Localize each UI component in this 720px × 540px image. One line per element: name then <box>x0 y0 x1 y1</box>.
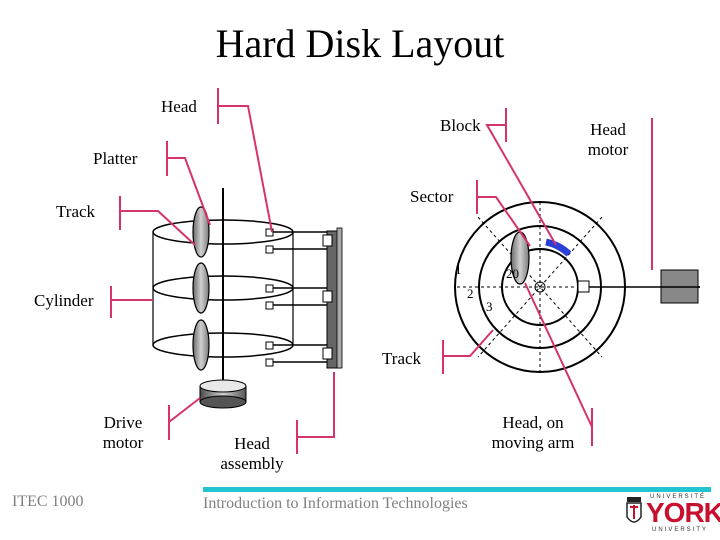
label-head-motor: Head motor <box>587 120 629 159</box>
assembly-post-face <box>336 227 343 369</box>
slide-title: Hard Disk Layout <box>215 21 505 66</box>
label-head-assembly: Head assembly <box>220 434 284 473</box>
label-platter: Platter <box>93 149 138 168</box>
leader-head-moving-arm <box>524 282 593 446</box>
sector-divider-2 <box>477 216 603 358</box>
leader-platter <box>166 141 211 226</box>
leader-head <box>217 88 273 233</box>
drive-motor-top <box>199 379 247 393</box>
label-track-right: Track <box>382 349 422 368</box>
label-sector: Sector <box>410 187 454 206</box>
drive-motor-bottom <box>199 395 247 409</box>
head-2b <box>265 301 274 310</box>
track-marker-2 <box>192 262 210 314</box>
label-cylinder: Cylinder <box>34 291 94 310</box>
connector-3 <box>322 347 333 360</box>
arm-pivot <box>577 280 590 293</box>
leader-sector <box>476 180 531 247</box>
label-block: Block <box>440 116 481 135</box>
leader-track-right <box>442 329 494 374</box>
track-marker-1 <box>192 206 210 258</box>
head-2a <box>265 284 274 293</box>
logo-top-text: UNIVERSITÉ <box>650 494 707 500</box>
platter-top-view <box>454 201 700 373</box>
track-marker-3 <box>192 319 210 371</box>
block-highlight <box>545 238 572 257</box>
leader-drive-motor <box>168 397 201 440</box>
york-crest-icon <box>626 497 642 523</box>
head-3b <box>265 358 274 367</box>
head-1b <box>265 245 274 254</box>
footer-course-title: Introduction to Information Technologies <box>203 495 468 512</box>
head-assembly <box>265 227 343 369</box>
label-head: Head <box>161 97 197 116</box>
sector-number-3: 3 <box>486 299 493 314</box>
footer-course: ITEC 1000 <box>12 493 84 510</box>
label-head-on-moving-arm: Head, on moving arm <box>491 413 575 452</box>
label-drive-motor: Drive motor <box>102 413 144 452</box>
leader-cylinder <box>110 286 153 318</box>
connector-1 <box>322 234 333 247</box>
sector-divider-1 <box>477 216 603 358</box>
footer-bar <box>203 487 711 492</box>
disk-stack <box>152 188 294 409</box>
sector-number-2: 2 <box>467 286 474 301</box>
sector-number-1: 1 <box>455 262 462 277</box>
head-3a <box>265 341 274 350</box>
leader-block <box>485 108 557 246</box>
logo-name: YORK <box>646 497 720 528</box>
leader-head-assembly <box>296 372 335 454</box>
leader-track-left <box>119 196 196 246</box>
connector-2 <box>322 290 333 303</box>
logo-bottom-text: UNIVERSITY <box>652 527 709 533</box>
sector-number-20: 20 <box>506 266 519 281</box>
head-1a <box>265 228 274 237</box>
label-track-left: Track <box>56 202 96 221</box>
leader-lines <box>110 88 653 454</box>
